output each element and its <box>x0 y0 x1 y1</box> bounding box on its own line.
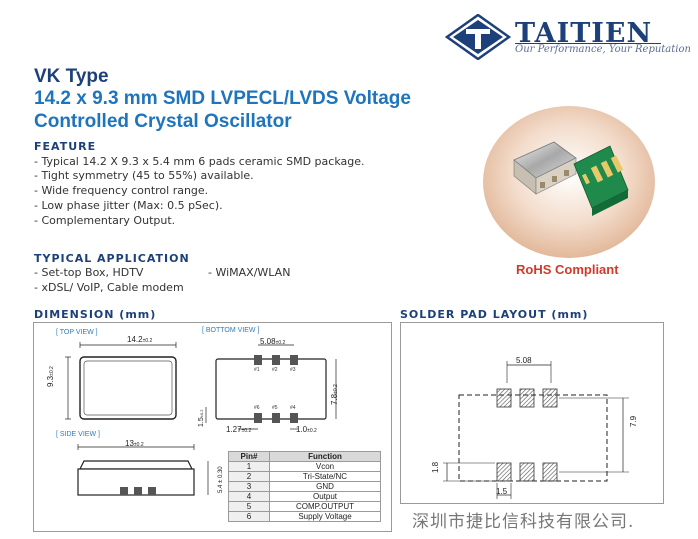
pin-function: GND <box>269 481 381 492</box>
pin-number: 6 <box>228 511 270 522</box>
application-item: - xDSL/ VoIP, Cable modem <box>34 281 184 294</box>
feature-item: - Complementary Output. <box>34 214 176 227</box>
product-title-line2: Controlled Crystal Oscillator <box>34 111 292 132</box>
solder-height-dim: 7.9 <box>629 415 638 427</box>
pad-width-value: 1.0 <box>296 425 308 434</box>
feature-item: - Wide frequency control range. <box>34 184 209 197</box>
pitch-dim: 5.08±0.2 <box>260 337 285 346</box>
bottom-view-drawing <box>205 344 337 430</box>
body-height-tol: ±0.2 <box>333 384 339 394</box>
dimension-heading: DIMENSION (mm) <box>34 308 157 321</box>
pad-height-value: 1.5 <box>198 417 205 427</box>
application-heading: TYPICAL APPLICATION <box>34 252 190 265</box>
pad-offset-dim: 1.27±0.2 <box>226 425 251 434</box>
pin-function: Supply Voltage <box>269 511 381 522</box>
pin-label: #2 <box>272 367 278 373</box>
watermark-text: 深圳市捷比信科技有限公司. <box>412 512 635 532</box>
pin-number: 2 <box>228 471 270 482</box>
application-item: - WiMAX/WLAN <box>208 266 291 279</box>
body-height-value: 7.8 <box>330 393 339 405</box>
rohs-label: RoHS Compliant <box>516 262 619 277</box>
feature-item: - Low phase jitter (Max: 0.5 pSec). <box>34 199 223 212</box>
top-width-tol: ±0.2 <box>142 338 153 344</box>
top-height-tol: ±0.2 <box>49 366 55 376</box>
pad-offset-tol: ±0.2 <box>241 428 252 434</box>
feature-item: - Tight symmetry (45 to 55%) available. <box>34 169 254 182</box>
pad-width-tol: ±0.2 <box>307 428 317 434</box>
function-header: Function <box>269 451 381 462</box>
body-height-dim: 7.8±0.2 <box>330 384 339 405</box>
bottom-view-label: [ BOTTOM VIEW ] <box>202 327 260 334</box>
pin-function: Vcon <box>269 461 381 472</box>
product-title-line1: 14.2 x 9.3 mm SMD LVPECL/LVDS Voltage <box>34 88 411 109</box>
pad-width-dim: 1.0±0.2 <box>296 425 317 434</box>
pin-label: #1 <box>254 367 260 373</box>
pin-function: COMP.OUTPUT <box>269 501 381 512</box>
pin-header: Pin# <box>228 451 270 462</box>
top-view-drawing <box>65 342 177 420</box>
side-view-drawing <box>77 444 209 496</box>
top-width-dim: 14.2±0.2 <box>127 335 152 344</box>
pitch-value: 5.08 <box>260 337 276 346</box>
solder-pad-h-dim: 1.8 <box>431 461 440 473</box>
side-width-tol: ±0.2 <box>133 442 144 448</box>
pin-label: #4 <box>290 405 296 411</box>
side-width-value: 13 <box>125 439 134 448</box>
side-width-dim: 13±0.2 <box>125 439 144 448</box>
feature-item: - Typical 14.2 X 9.3 x 5.4 mm 6 pads cer… <box>34 155 365 168</box>
logo <box>444 13 512 61</box>
side-height-dim: 5.4 ± 0.30 <box>218 466 224 493</box>
pitch-tol: ±0.2 <box>275 340 286 346</box>
dimension-panel: [ TOP VIEW ] [ BOTTOM VIEW ] [ SIDE VIEW… <box>33 322 392 532</box>
top-height-value: 9.3 <box>46 375 55 387</box>
taitien-logo-icon <box>444 13 512 61</box>
pin-number: 3 <box>228 481 270 492</box>
solder-pad-drawing <box>443 361 629 499</box>
top-height-dim: 9.3±0.2 <box>46 366 55 387</box>
pad-height-tol: ±0.2 <box>199 409 204 418</box>
solder-pad-w-dim: 1.5 <box>496 487 508 496</box>
feature-heading: FEATURE <box>34 140 97 153</box>
application-item: - Set-top Box, HDTV <box>34 266 144 279</box>
pin-number: 5 <box>228 501 270 512</box>
solder-heading: SOLDER PAD LAYOUT (mm) <box>400 308 589 321</box>
pad-offset-value: 1.27 <box>226 425 242 434</box>
pin-label: #3 <box>290 367 296 373</box>
pin-function: Tri-State/NC <box>269 471 381 482</box>
pin-label: #5 <box>272 405 278 411</box>
product-type: VK Type <box>34 66 109 87</box>
solder-panel: 5.08 7.9 1.8 1.5 <box>400 322 664 504</box>
pin-number: 4 <box>228 491 270 502</box>
pad-height-dim: 1.5±0.2 <box>198 410 205 428</box>
top-width-value: 14.2 <box>127 335 143 344</box>
side-view-label: [ SIDE VIEW ] <box>56 431 100 438</box>
solder-pitch-dim: 5.08 <box>516 356 532 365</box>
brand-tagline: Our Performance, Your Reputation <box>515 44 691 55</box>
logo-rule <box>515 43 661 44</box>
product-photo <box>478 102 660 262</box>
pin-function: Output <box>269 491 381 502</box>
pin-number: 1 <box>228 461 270 472</box>
top-view-label: [ TOP VIEW ] <box>56 329 98 336</box>
pin-label: #6 <box>254 405 260 411</box>
oscillator-image-icon <box>483 106 655 258</box>
